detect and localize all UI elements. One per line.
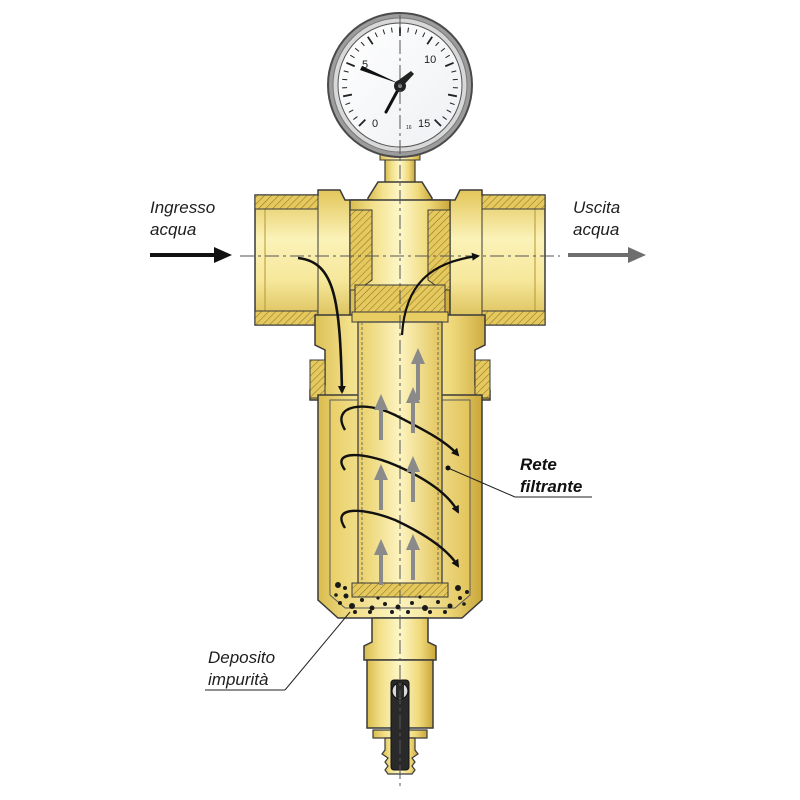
- gauge-tick: [446, 109, 452, 113]
- deposit-label-line1: Deposito: [208, 648, 275, 667]
- sediment-particle: [458, 596, 462, 600]
- sediment-particle: [353, 610, 357, 614]
- sediment-particle: [349, 603, 355, 609]
- gauge-tick: [367, 36, 374, 45]
- gauge-tick: [451, 70, 457, 73]
- outlet-label-line1: Uscita: [573, 198, 620, 217]
- sediment-particle: [390, 610, 394, 614]
- gauge-tick: [426, 36, 433, 45]
- gauge-tick: [390, 27, 393, 33]
- up-flow-arrow-head: [374, 539, 388, 555]
- mesh-leader: [445, 465, 592, 498]
- gauge-tick: [358, 119, 366, 127]
- gauge-tick: [422, 32, 426, 38]
- gauge-ticks: [342, 27, 458, 127]
- gauge-tick: [434, 119, 442, 127]
- sediment-particle: [383, 602, 387, 606]
- sediment-particle: [395, 604, 401, 610]
- gauge-tick: [449, 102, 455, 106]
- sediment-particle: [335, 582, 341, 588]
- sediment-particle: [334, 593, 338, 597]
- up-flow-arrow-head: [374, 464, 388, 480]
- gauge-tick: [414, 29, 418, 35]
- outlet-flow-curve: [400, 252, 480, 336]
- sediment-particle: [465, 590, 469, 594]
- gauge-tick: [342, 93, 353, 98]
- swirl-1: [340, 405, 460, 457]
- inlet-label-line2: acqua: [150, 220, 196, 239]
- gauge-tick: [343, 70, 349, 73]
- sediment-particle: [428, 610, 432, 614]
- gauge-unit-label: 16: [406, 125, 412, 131]
- gauge-tick: [360, 41, 365, 47]
- deposit-leader: [205, 611, 351, 691]
- sediment-particle: [343, 586, 347, 590]
- gauge-tick: [440, 47, 446, 52]
- gauge-tick: [444, 61, 454, 68]
- inlet-flow-curve: [297, 256, 346, 394]
- sediment-particle: [338, 601, 342, 605]
- sediment-particle: [343, 593, 349, 599]
- swirl-2: [340, 453, 460, 514]
- gauge-tick: [442, 116, 447, 120]
- up-flow-arrow-head: [411, 348, 425, 364]
- gauge-label-10: 10: [424, 54, 436, 66]
- gauge-tick: [382, 29, 386, 35]
- sediment-particle: [443, 610, 447, 614]
- gauge-tick: [407, 27, 410, 33]
- sediment-particle: [406, 610, 410, 614]
- gauge-tick: [349, 54, 355, 59]
- inlet-label-line1: Ingresso: [150, 198, 215, 217]
- deposit-label-line2: impurità: [208, 670, 268, 689]
- gauge-tick: [374, 32, 378, 38]
- sediment-particle: [369, 605, 375, 611]
- gauge-tick: [435, 41, 440, 47]
- outlet-label-line2: acqua: [573, 220, 619, 239]
- gauge-tick: [447, 93, 458, 98]
- sediment-particle: [410, 601, 414, 605]
- sediment-particle: [418, 595, 422, 599]
- sediment-particle: [368, 610, 372, 614]
- gauge-tick: [346, 61, 356, 68]
- sediment-particle: [376, 596, 380, 600]
- upward-flow-arrows: [374, 348, 425, 585]
- swirl-3: [340, 509, 460, 568]
- arrow-right-icon: [150, 247, 232, 263]
- outlet-arrow-icon: [568, 247, 646, 263]
- sediment-particle: [436, 600, 440, 604]
- gauge-tick: [353, 116, 358, 120]
- mesh-label-line1: Rete: [520, 455, 557, 474]
- gauge-label-15: 15: [418, 118, 430, 130]
- gauge-tick: [345, 102, 351, 106]
- sediment-particle: [360, 598, 364, 602]
- center-lines: [240, 15, 560, 790]
- gauge-label-5: 5: [362, 59, 368, 71]
- up-flow-arrow-head: [374, 394, 388, 410]
- sediment-particle: [462, 602, 466, 606]
- sediment-particle: [447, 603, 453, 609]
- mesh-label-line2: filtrante: [520, 477, 582, 496]
- gauge-tick: [354, 47, 360, 52]
- up-flow-arrow-head: [406, 534, 420, 550]
- gauge-tick: [348, 109, 354, 113]
- filter-head: [254, 181, 546, 331]
- up-flow-arrow-head: [406, 456, 420, 472]
- flow-arrows: [297, 252, 480, 585]
- gauge-tick: [445, 54, 451, 59]
- sediment-particle: [422, 605, 428, 611]
- gauge-label-0: 0: [372, 118, 378, 130]
- sediment-particle: [455, 585, 461, 591]
- sediment-deposit: [334, 582, 469, 614]
